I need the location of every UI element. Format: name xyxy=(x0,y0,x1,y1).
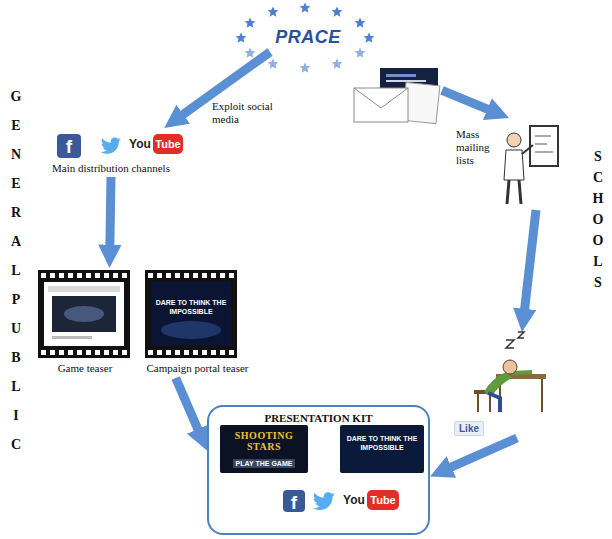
video-teaser: Game teaser xyxy=(36,268,134,378)
facebook-icon xyxy=(283,490,305,512)
edge-label: Exploit social media xyxy=(212,100,282,126)
portal-screenshot: DARE TO THINK THE IMPOSSIBLE xyxy=(340,425,424,473)
icon-letter: f xyxy=(57,134,81,158)
node-text: PRACE xyxy=(258,27,358,48)
kit-panel: PRESENTATION KIT SHOOTING STARS PLAY THE G… xyxy=(207,405,430,535)
chair-legs xyxy=(478,394,490,412)
film-holes xyxy=(145,270,237,358)
student-head xyxy=(503,360,517,374)
web-screenshot xyxy=(44,282,124,346)
star xyxy=(355,48,366,58)
facebook-icon xyxy=(57,134,81,158)
video-glow xyxy=(64,306,104,322)
node-text: Campaign portal teaser xyxy=(145,362,250,375)
flow-arrow xyxy=(447,438,517,469)
game-screenshot: SHOOTING STARS PLAY THE GAME xyxy=(220,425,308,473)
student-legs xyxy=(488,393,500,412)
icon-letter: f xyxy=(283,490,305,512)
portal-glow xyxy=(161,321,221,339)
screen-line xyxy=(386,74,416,77)
board-writing xyxy=(535,136,553,152)
node-text: Main distribution channels xyxy=(37,162,185,175)
teacher-head xyxy=(507,133,521,147)
envelope-flap xyxy=(354,88,408,108)
logo-word: Tube xyxy=(367,490,399,510)
film-holes xyxy=(38,270,130,358)
flow-arrow xyxy=(176,378,200,433)
star xyxy=(332,7,343,17)
video-teaser: Campaign portal teaser xyxy=(143,268,252,378)
star xyxy=(268,59,279,69)
board xyxy=(530,126,558,166)
logo-word: Tube xyxy=(153,134,183,154)
star xyxy=(245,48,256,58)
star xyxy=(364,33,375,43)
page-line xyxy=(52,336,92,339)
screen-line xyxy=(386,80,426,82)
student-body xyxy=(484,372,512,396)
twitter-icon xyxy=(313,492,335,510)
star xyxy=(300,3,311,13)
teacher-body xyxy=(504,150,524,180)
browser-bar xyxy=(48,286,120,292)
flow-arrow xyxy=(524,210,536,313)
logo-word: You xyxy=(341,490,367,510)
logo-word: You xyxy=(127,134,153,154)
side-heading: SCHOOLS xyxy=(591,146,605,293)
side-heading: GENERAL PUBLIC xyxy=(9,82,23,459)
node-text: Like xyxy=(454,421,484,436)
edge-label: Mass mailing lists xyxy=(456,128,500,167)
envelope xyxy=(354,88,408,122)
youtube-icon xyxy=(153,134,183,154)
node-text: DARE TO THINK THE IMPOSSIBLE xyxy=(343,434,421,452)
mailing-picture xyxy=(352,68,442,124)
film-strip xyxy=(145,270,237,358)
youtube-icon xyxy=(367,490,399,510)
star xyxy=(332,59,343,69)
flow-arrow xyxy=(110,177,111,249)
star xyxy=(245,18,256,28)
flow-arrow xyxy=(442,90,492,110)
node-text: PLAY THE GAME xyxy=(233,459,296,468)
channel-group: Main distribution channels xyxy=(35,128,187,177)
star xyxy=(355,18,366,28)
logo-badge: PRACE xyxy=(258,24,358,52)
star xyxy=(236,33,247,43)
teacher-figure xyxy=(500,118,560,210)
film-strip xyxy=(38,270,130,358)
teacher-legs xyxy=(507,180,521,204)
desk-legs xyxy=(500,379,542,412)
screen-text: DARE TO THINK THE IMPOSSIBLE xyxy=(153,298,229,316)
teacher-arm xyxy=(522,145,533,154)
node-text: Game teaser xyxy=(38,362,132,375)
portal-screenshot xyxy=(151,282,231,346)
node-text: SHOOTING STARS xyxy=(223,430,305,452)
node-text: PRESENTATION KIT xyxy=(209,412,428,424)
twitter-icon xyxy=(101,138,121,154)
star xyxy=(300,63,311,73)
student-figure: Like xyxy=(452,332,552,438)
sleep-mark xyxy=(506,332,524,348)
video-frame xyxy=(52,296,116,332)
star xyxy=(268,7,279,17)
